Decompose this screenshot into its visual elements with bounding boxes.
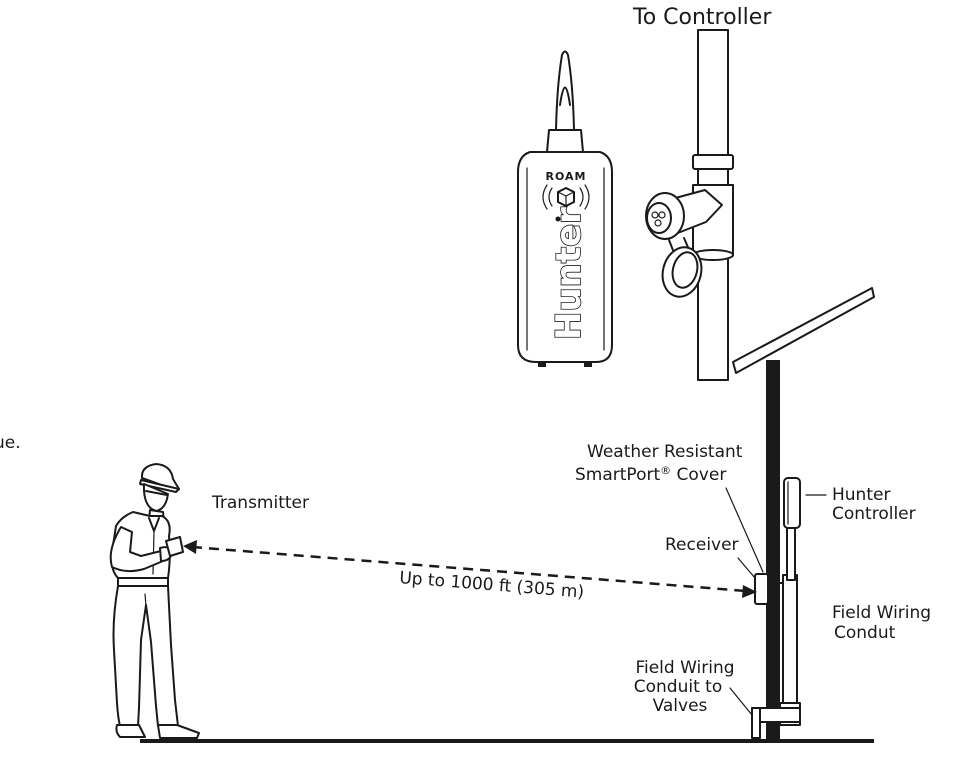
transmitter-label: Transmitter — [211, 493, 309, 513]
clipped-text: ue. — [0, 433, 21, 453]
conduit-valves-label-3: Valves — [653, 696, 708, 716]
leader-lines — [725, 487, 827, 716]
registered-mark: ® — [660, 464, 671, 477]
wireless-signal-icon — [542, 184, 590, 210]
conduit-valves-label-1: Field Wiring — [635, 658, 734, 678]
field-wiring-label-1: Field Wiring — [832, 603, 931, 623]
conduit-valves-label-2: Conduit to — [634, 677, 722, 697]
hunter-controller-label-1: Hunter — [832, 485, 890, 505]
technician-figure — [109, 463, 200, 739]
receiver-unit — [754, 573, 784, 605]
weather-cover-label-2: SmartPort® Cover — [575, 464, 726, 485]
field-wiring-label-2: Condut — [834, 623, 896, 643]
hunter-controller-unit — [783, 477, 801, 529]
range-label: Up to 1000 ft (305 m) — [399, 568, 585, 602]
roam-device: ROAM Hunter — [517, 50, 613, 367]
smartport-text: SmartPort — [575, 465, 660, 485]
device-brand-text: Hunter — [549, 207, 589, 340]
smartport-detail — [645, 189, 723, 298]
pole — [766, 360, 780, 741]
field-wiring-conduit — [751, 527, 801, 739]
device-model-text: ROAM — [546, 170, 587, 183]
hunter-controller-label-2: Controller — [832, 504, 916, 524]
to-controller-label: To Controller — [632, 5, 772, 30]
cover-text: Cover — [671, 465, 726, 485]
weather-cover-label-1: Weather Resistant — [587, 442, 743, 462]
roof-edge — [732, 287, 875, 374]
range-arrow — [183, 540, 757, 598]
receiver-label: Receiver — [665, 535, 739, 555]
